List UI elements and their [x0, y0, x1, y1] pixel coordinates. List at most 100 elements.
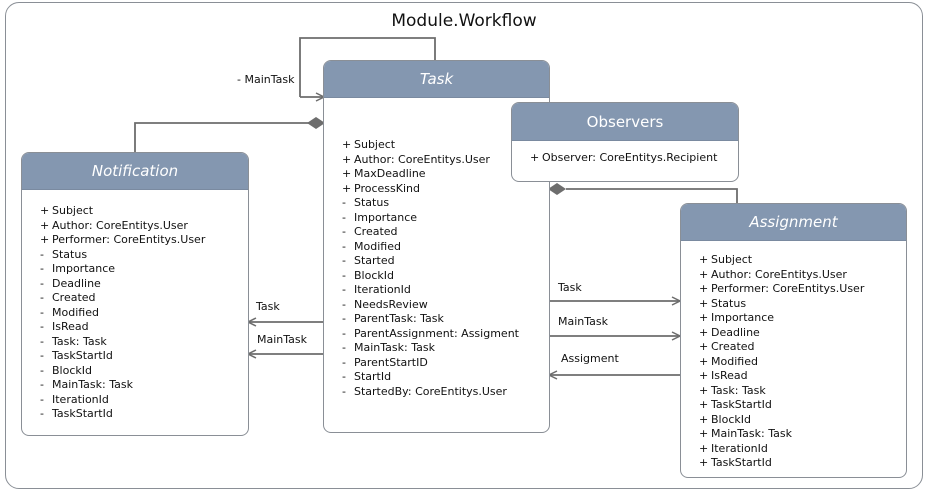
visibility-marker: - — [342, 210, 346, 224]
attribute-row: +Status — [699, 297, 906, 312]
attribute-text: Status — [354, 196, 390, 209]
visibility-marker: - — [342, 384, 346, 398]
attribute-text: StartId — [354, 370, 392, 383]
attribute-row: +TaskStartId — [699, 398, 906, 413]
attribute-text: Author: CoreEntitys.User — [354, 152, 490, 166]
attribute-row: -BlockId — [342, 269, 549, 284]
attribute-row: +MaxDeadline — [342, 167, 549, 182]
visibility-marker: - — [40, 334, 44, 348]
visibility-marker: - — [40, 349, 44, 362]
attribute-row: +Deadline — [699, 326, 906, 341]
attribute-row: -StartedBy: CoreEntitys.User — [342, 385, 549, 400]
visibility-marker: + — [699, 267, 709, 281]
attribute-text: TaskStartId — [52, 407, 113, 420]
attribute-text: Started — [354, 254, 395, 267]
diagram-title: Module.Workflow — [391, 11, 537, 31]
attribute-row: +ProcessKind — [342, 182, 549, 197]
attribute-row: +Performer: CoreEntitys.User — [699, 282, 906, 297]
attribute-row: -StartId — [342, 370, 549, 385]
attribute-row: -Created — [342, 225, 549, 240]
attribute-text: Importance — [52, 262, 116, 275]
attribute-row: -Modified — [342, 240, 549, 255]
attribute-text: BlockId — [354, 268, 394, 282]
visibility-marker: + — [342, 138, 352, 151]
attribute-text: TaskStartId — [52, 349, 113, 362]
attribute-text: IterationId — [52, 392, 109, 406]
class-task-header: Task — [324, 61, 549, 98]
attribute-text: Created — [354, 225, 398, 238]
attribute-text: TaskStartId — [711, 456, 772, 469]
attribute-row: +Created — [699, 340, 906, 355]
attribute-row: +Observer: CoreEntitys.Recipient — [530, 151, 738, 166]
attribute-text: IsRead — [52, 320, 89, 333]
attribute-row: -Status — [342, 196, 549, 211]
visibility-marker: - — [342, 254, 346, 267]
attribute-row: +Subject — [699, 253, 906, 268]
attribute-row: +MainTask: Task — [699, 427, 906, 442]
visibility-marker: - — [40, 247, 44, 261]
visibility-marker: + — [699, 456, 709, 469]
attribute-text: IsRead — [711, 369, 748, 382]
attribute-text: NeedsReview — [354, 297, 428, 311]
attribute-text: MainTask: Task — [711, 427, 792, 440]
attribute-row: +Author: CoreEntitys.User — [40, 219, 248, 234]
visibility-marker: - — [40, 320, 44, 333]
attribute-row: -ParentAssignment: Assigment — [342, 327, 549, 342]
assignment-composition-diamond — [548, 183, 566, 195]
attribute-row: +Performer: CoreEntitys.User — [40, 233, 248, 248]
attribute-text: Modified — [52, 305, 99, 319]
self-association-line — [299, 37, 436, 72]
attribute-row: -IterationId — [40, 393, 248, 408]
attribute-row: -TaskStartId — [40, 349, 248, 364]
visibility-marker: - — [40, 378, 44, 391]
attribute-row: +Subject — [40, 204, 248, 219]
visibility-marker: - — [342, 326, 346, 340]
class-observers: Observers +Observer: CoreEntitys.Recipie… — [511, 102, 739, 182]
attribute-text: Task: Task — [52, 334, 107, 348]
class-task: Task +Subject+Author: CoreEntitys.User+M… — [323, 60, 550, 433]
attribute-text: Observer: CoreEntitys.Recipient — [542, 151, 718, 164]
visibility-marker: - — [342, 268, 346, 282]
notification-composition-line — [134, 122, 310, 152]
attribute-row: -IsRead — [40, 320, 248, 335]
attribute-text: Deadline — [711, 325, 760, 339]
visibility-marker: + — [40, 204, 50, 217]
attribute-text: Subject — [52, 204, 94, 217]
attribute-row: +Modified — [699, 355, 906, 370]
visibility-marker: + — [530, 151, 540, 164]
visibility-marker: + — [40, 233, 50, 246]
attribute-text: MaxDeadline — [354, 167, 426, 180]
attribute-text: ProcessKind — [354, 181, 420, 195]
attribute-row: -Created — [40, 291, 248, 306]
visibility-marker: - — [342, 239, 346, 253]
attribute-row: -MainTask: Task — [342, 341, 549, 356]
visibility-marker: - — [40, 392, 44, 406]
attribute-row: +TaskStartId — [699, 456, 906, 471]
visibility-marker: - — [342, 283, 346, 296]
attribute-row: -ParentTask: Task — [342, 312, 549, 327]
attribute-row: -Started — [342, 254, 549, 269]
attribute-row: -MainTask: Task — [40, 378, 248, 393]
attribute-text: MainTask: Task — [354, 341, 435, 354]
attribute-row: -Deadline — [40, 277, 248, 292]
class-notification: Notification +Subject+Author: CoreEntity… — [21, 152, 249, 436]
class-notification-attributes: +Subject+Author: CoreEntitys.User+Perfor… — [22, 190, 248, 422]
visibility-marker: - — [342, 355, 346, 369]
attribute-text: IterationId — [354, 283, 411, 296]
attribute-row: +Author: CoreEntitys.User — [342, 153, 549, 168]
attribute-row: +Task: Task — [699, 384, 906, 399]
attribute-row: +Importance — [699, 311, 906, 326]
visibility-marker: + — [699, 296, 709, 310]
attribute-row: -Importance — [40, 262, 248, 277]
visibility-marker: + — [699, 325, 709, 339]
assignment-main-task-label: MainTask — [558, 315, 608, 328]
class-task-attributes: +Subject+Author: CoreEntitys.User+MaxDea… — [324, 98, 549, 399]
visibility-marker: + — [342, 152, 352, 166]
attribute-row: -ParentStartID — [342, 356, 549, 371]
visibility-marker: - — [342, 225, 346, 238]
visibility-marker: - — [342, 297, 346, 311]
visibility-marker: + — [699, 253, 709, 266]
attribute-row: -NeedsReview — [342, 298, 549, 313]
class-observers-header: Observers — [512, 103, 738, 141]
visibility-marker: + — [699, 340, 709, 353]
